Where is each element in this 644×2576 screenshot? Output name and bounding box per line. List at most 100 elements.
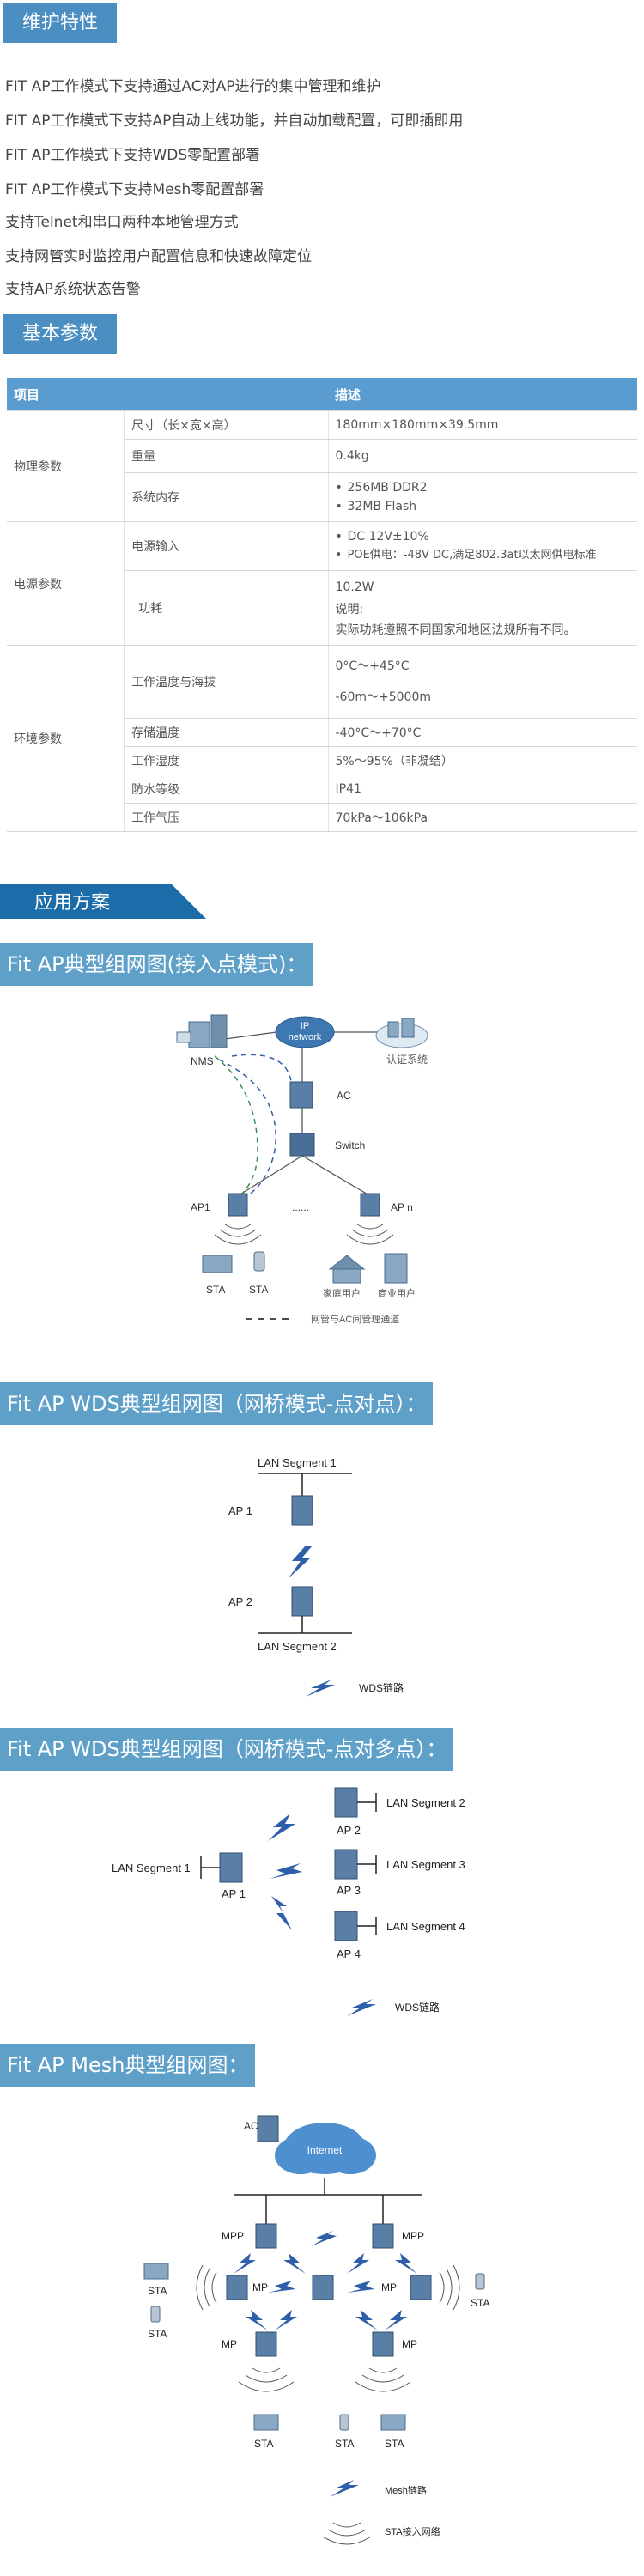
ap2-device-icon: [291, 1586, 313, 1617]
phone-icon: [339, 2414, 349, 2431]
ap2-label: AP 2: [228, 1595, 252, 1608]
mp-label: MP: [252, 2281, 268, 2293]
legend-wds-link: WDS链路: [359, 1681, 404, 1694]
ap2-device-icon: [334, 1787, 358, 1818]
business-user-icon: [384, 1253, 408, 1284]
mesh-link-icon: [268, 2281, 295, 2293]
sta-label: STA: [148, 2285, 167, 2297]
param-name: 电源输入: [124, 521, 329, 571]
mp-device-icon: [312, 2275, 334, 2300]
param-value: IP41: [328, 775, 637, 804]
mesh-link-icon: [347, 2281, 374, 2293]
table-header-desc: 描述: [328, 378, 637, 411]
fitap-network-diagram: NMS IP network 认证系统 AC Switch AP1 ......…: [176, 1014, 428, 1325]
mp-device-icon: [372, 2331, 394, 2357]
auth-system-label: 认证系统: [386, 1054, 428, 1066]
auth-system-icon: [375, 1018, 428, 1048]
param-value: 10.2W 说明: 实际功耗遵照不同国家和地区法规所有不同。: [328, 570, 637, 646]
sta-label: STA: [385, 2438, 404, 2450]
mesh-link-icon: [395, 2253, 417, 2274]
mpp-label: MPP: [402, 2230, 424, 2242]
mp-label: MP: [222, 2338, 237, 2350]
maintenance-item: 支持网管实时监控用户配置信息和快速故障定位: [5, 248, 312, 265]
mesh-link-icon: [275, 2310, 297, 2330]
maintenance-item: 支持Telnet和串口两种本地管理方式: [5, 214, 239, 231]
param-name: 尺寸（长×宽×高）: [124, 410, 329, 440]
note-label: 说明:: [335, 603, 364, 617]
ac-device-icon: [257, 2115, 279, 2142]
mp-device-icon: [255, 2331, 277, 2357]
lan-segment-2-label: LAN Segment 2: [386, 1796, 465, 1809]
mesh-link-icon: [283, 2253, 306, 2274]
bullet-text: 32MB Flash: [336, 497, 631, 516]
diagram-title-wds-p2p: Fit AP WDS典型组网图（网桥模式-点对点）：: [0, 1382, 434, 1425]
table-row: 工作湿度 5%～95%（非凝结）: [7, 746, 637, 775]
ap1-device-icon: [219, 1852, 243, 1883]
sta-label: STA: [254, 2438, 273, 2450]
mpp-device-icon: [255, 2223, 277, 2249]
param-value: 256MB DDR2 32MB Flash: [328, 472, 637, 522]
mp-device-icon: [226, 2275, 248, 2300]
bullet-text: 256MB DDR2: [336, 478, 631, 497]
wds-p2p-diagram: LAN Segment 1 AP 1 AP 2 LAN Segment 2 WD…: [228, 1456, 404, 1697]
legend-wds-link-icon: [306, 1680, 335, 1697]
home-user-label: 家庭用户: [323, 1287, 361, 1299]
sta-label: STA: [249, 1284, 268, 1296]
phone-icon: [150, 2306, 161, 2323]
wds-link-icon: [268, 1814, 295, 1841]
param-value: 180mm×180mm×39.5mm: [328, 410, 637, 440]
phone-icon: [475, 2273, 485, 2290]
ac-label: AC: [337, 1090, 351, 1102]
ip-network-icon: [275, 1016, 335, 1048]
group-label: 电源参数: [7, 521, 125, 646]
basic-params-section-title: 基本参数: [3, 314, 118, 354]
param-name: 工作气压: [124, 803, 329, 832]
legend-mesh-link-icon: [330, 2480, 359, 2497]
maintenance-item: FIT AP工作模式下支持AP自动上线功能，并自动加载配置，可即插即用: [5, 112, 464, 130]
switch-label: Switch: [335, 1139, 365, 1151]
nms-label: NMS: [191, 1055, 214, 1067]
table-row: 功耗 10.2W 说明: 实际功耗遵照不同国家和地区法规所有不同。: [7, 570, 637, 646]
spec-table: 项目 描述 物理参数 尺寸（长×宽×高） 180mm×180mm×39.5mm …: [7, 378, 637, 832]
legend-mesh-link: Mesh链路: [385, 2484, 427, 2496]
wds-p2mp-diagram: LAN Segment 1 AP 1 LAN Segment 2 AP 2 LA…: [112, 1787, 465, 2016]
mesh-link-icon: [246, 2310, 268, 2330]
sta-label: STA: [148, 2328, 167, 2340]
group-label: 环境参数: [7, 645, 125, 832]
power-value: 10.2W: [335, 580, 374, 594]
param-name: 防水等级: [124, 775, 329, 804]
mp-device-icon: [410, 2275, 432, 2300]
ip-network-label-2: network: [289, 1032, 322, 1042]
param-name: 重量: [124, 439, 329, 473]
diagram-title-fitap: Fit AP典型组网图(接入点模式)：: [0, 943, 314, 986]
ap2-label: AP 2: [337, 1824, 361, 1837]
mesh-link-icon: [234, 2253, 256, 2274]
ap1-label: AP 1: [228, 1504, 252, 1517]
legend-sta-access: STA接入网络: [385, 2525, 440, 2537]
ap3-device-icon: [334, 1849, 358, 1880]
apn-device-icon: [360, 1193, 380, 1217]
maintenance-item: FIT AP工作模式下支持Mesh零配置部署: [5, 181, 264, 198]
note-text: 实际功耗遵照不同国家和地区法规所有不同。: [335, 623, 576, 637]
mp-label: MP: [402, 2338, 417, 2350]
mesh-link-icon: [347, 2253, 369, 2274]
param-value: DC 12V±10% POE供电：-48V DC,满足802.3at以太网供电标…: [328, 521, 637, 571]
param-value: 0.4kg: [328, 439, 637, 473]
internet-label: Internet: [307, 2144, 343, 2156]
laptop-icon: [380, 2414, 406, 2431]
group-label: 物理参数: [7, 410, 125, 522]
table-header-item: 项目: [7, 378, 328, 411]
switch-device-icon: [289, 1133, 315, 1157]
table-row: 工作气压 70kPa～106kPa: [7, 803, 637, 832]
mesh-link-icon: [311, 2231, 337, 2246]
ap4-label: AP 4: [337, 1947, 361, 1960]
wds-link-icon: [271, 1896, 292, 1930]
nms-server-icon: [176, 1014, 228, 1048]
ap3-label: AP 3: [337, 1884, 361, 1897]
legend-wds-link-icon: [347, 1999, 376, 2016]
apn-label: AP n: [391, 1201, 413, 1213]
altitude-range: -60m～+5000m: [335, 690, 432, 704]
param-value: 70kPa～106kPa: [328, 803, 637, 832]
ap1-device-icon: [228, 1193, 248, 1217]
maintenance-item: FIT AP工作模式下支持通过AC对AP进行的集中管理和维护: [5, 78, 381, 95]
